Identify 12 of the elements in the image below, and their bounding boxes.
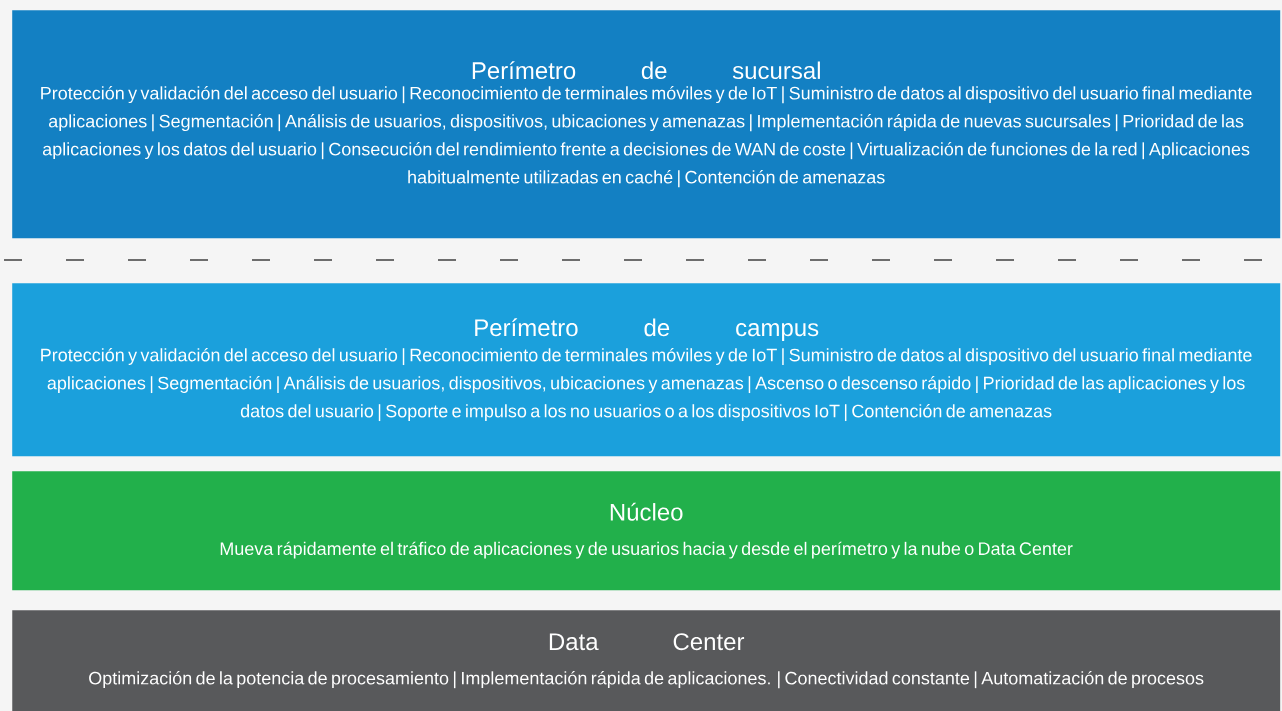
- band-title: Data Center: [549, 633, 745, 651]
- layer-band: [12, 471, 1281, 591]
- band-title: Perímetro de campus: [475, 318, 819, 341]
- layer-band: [12, 283, 1281, 457]
- band-title: Perímetro de sucursal: [472, 61, 820, 80]
- band-description: Protección y validación del acceso del usuario | Reconocimiento de terminales móviles y de IoT | Suministro de datos al dispositivo del usuario final mediante aplicaciones | Segmentación | Análisis de usuarios, dispositivos, ubicaciones y amenazas | Ascenso o descenso rápido | Prioridad de las aplicaciones y los datos del usuario | Soporte e impulso a los no usuarios o a los dispositivos IoT | Contención de amenazas: [41, 348, 1252, 422]
- layer-band: [12, 610, 1281, 711]
- layer-band: [12, 10, 1281, 239]
- band-description: Protección y validación del acceso del usuario | Reconocimiento de terminales móviles y de IoT | Suministro de datos al dispositivo del usuario final mediante aplicaciones | Segmentación | Análisis de usuarios, dispositivos, ubicaciones y amenazas | Implementación rápida de nuevas sucursales | Prioridad de las aplicaciones y los datos del usuario | Consecución del rendimiento frente a decisiones de WAN de coste | Virtualización de funciones de la red | Aplicaciones habitualmente utilizadas en caché | Contención de amenazas: [41, 86, 1252, 188]
- band-description: Optimización de la potencia de procesamiento | Implementación rápida de aplicaciones. | Conectividad constante | Automatización de procesos: [89, 671, 1204, 689]
- band-title: Núcleo: [610, 502, 683, 521]
- band-description: Mueva rápidamente el tráfico de aplicaciones y de usuarios hacia y desde el perímetro y la nube o Data Center: [220, 541, 1073, 559]
